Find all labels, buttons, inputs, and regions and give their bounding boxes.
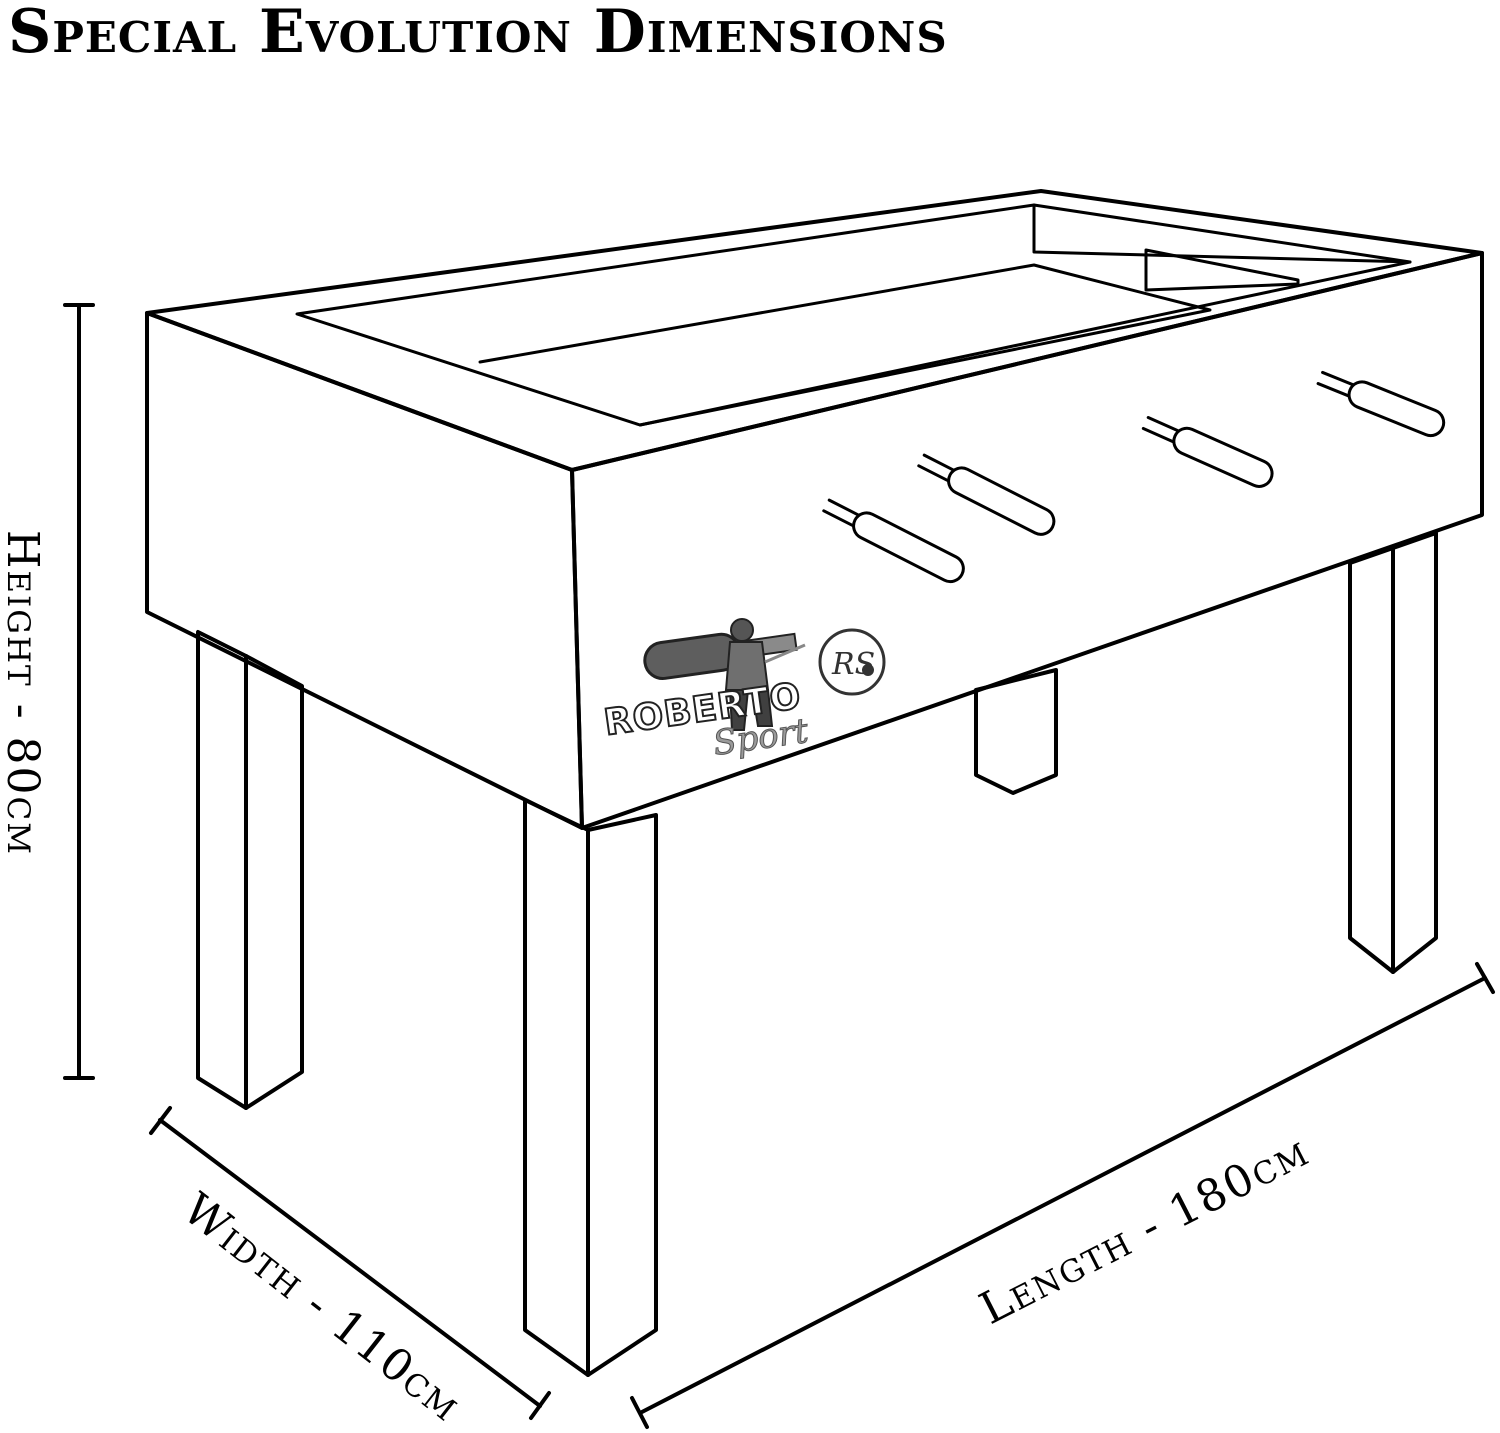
width-dimension — [149, 1106, 551, 1420]
leg-back-middle — [974, 668, 1058, 795]
brand-logo: ROBERTO Sport RS — [601, 618, 886, 764]
page-title: Special Evolution Dimensions — [8, 0, 948, 67]
height-dimension — [63, 303, 95, 1080]
leg-back-right — [1348, 531, 1438, 974]
long-side-face — [570, 251, 1484, 830]
height-label: Height - 80cm — [0, 530, 48, 856]
table-cabinet — [145, 189, 1484, 830]
logo-rod-graphic — [643, 632, 798, 680]
length-label: Length - 180cm — [972, 1125, 1317, 1335]
far-inner-wall — [1032, 203, 1412, 264]
rod-handle — [822, 498, 965, 584]
dimension-lines — [63, 303, 1495, 1429]
rod-handle — [1141, 416, 1274, 488]
playing-surface — [478, 263, 1212, 427]
table-legs — [196, 531, 1438, 1377]
logo-player-figure — [724, 618, 806, 731]
length-dimension — [630, 962, 1495, 1429]
goal-opening — [1144, 248, 1300, 292]
short-end-face — [145, 311, 584, 830]
playing-field-opening — [295, 203, 1412, 427]
logo-rs-emblem: RS — [818, 628, 886, 696]
leg-front-near — [523, 798, 658, 1377]
leg-front-left — [196, 630, 304, 1110]
width-label: Width - 110cm — [173, 1183, 471, 1431]
rod-handle — [1316, 370, 1446, 438]
rod-handle — [917, 453, 1056, 536]
rod-handles — [822, 370, 1446, 584]
